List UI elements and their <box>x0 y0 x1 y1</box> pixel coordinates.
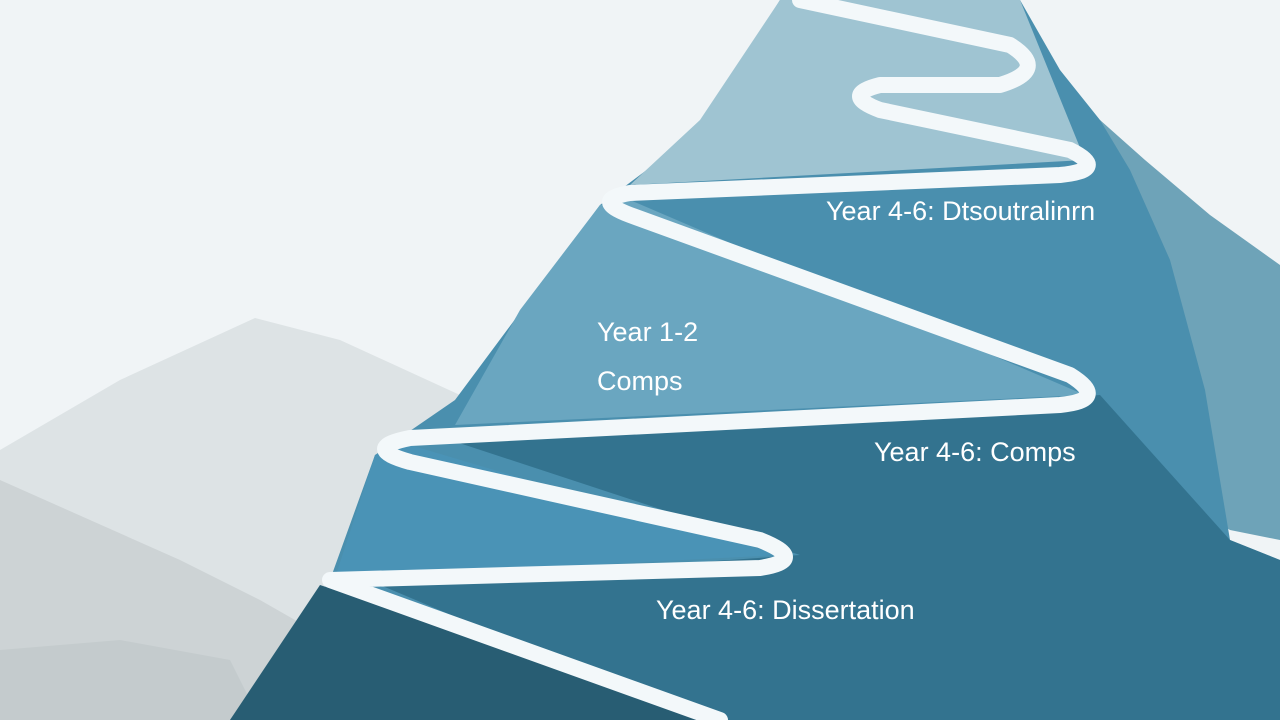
mountain-dark-shade <box>380 395 1280 720</box>
background-hill-front <box>0 640 260 720</box>
label-year-1-2: Year 1-2 <box>597 317 698 347</box>
winding-path <box>322 0 1096 720</box>
label-comps-upper: Comps <box>597 366 683 396</box>
label-year-4-6-comps: Year 4-6: Comps <box>874 437 1076 467</box>
label-year-4-6-dissertation: Year 4-6: Dissertation <box>656 595 915 625</box>
upper-facet <box>455 200 1085 425</box>
mountain-deep-base <box>230 585 720 720</box>
label-top-dissertation: Year 4-6: Dtsoutralinrn <box>826 196 1095 226</box>
